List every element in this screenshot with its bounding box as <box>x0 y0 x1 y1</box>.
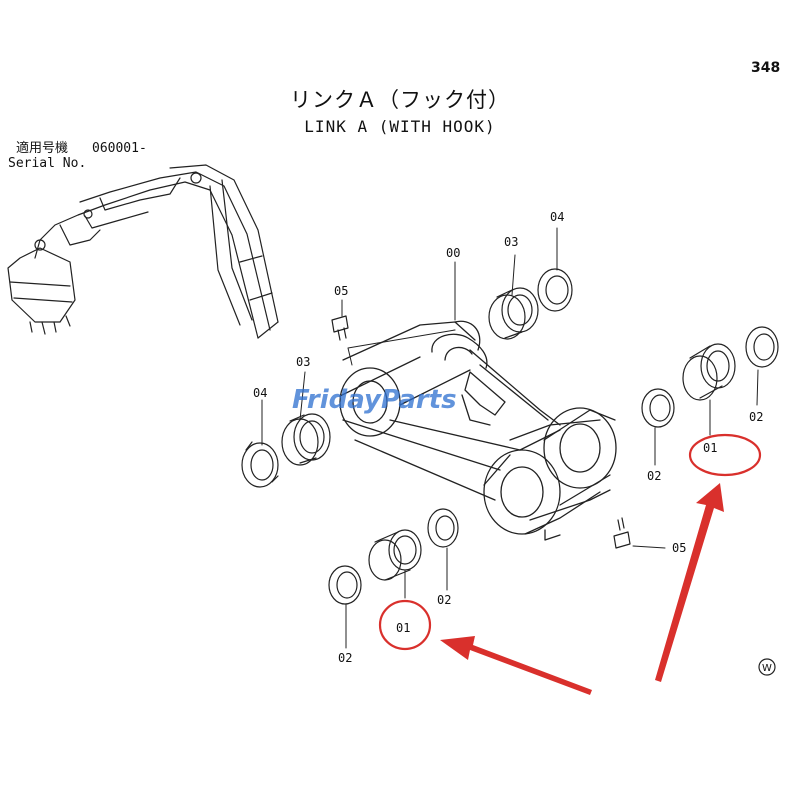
excavator-inset-drawing <box>7 164 279 339</box>
serial-label-jp: 適用号機 <box>16 141 69 156</box>
callout-ring-top: 04 <box>550 210 564 224</box>
callout-bushing-right: 01 <box>703 441 717 455</box>
serial-row-jp: 適用号機 060001- <box>8 141 147 156</box>
arrow-to-right-bushing <box>655 483 724 682</box>
grease-fittings <box>331 315 631 549</box>
serial-label-en: Serial No. <box>8 156 87 171</box>
w-symbol-icon <box>758 658 776 676</box>
callout-shim-top: 03 <box>504 235 518 249</box>
watermark-text: FridayParts <box>292 385 457 415</box>
callout-labels: 00 03 04 05 03 04 02 02 05 02 02 01 01 <box>253 210 763 665</box>
callout-bushing-left: 01 <box>396 621 410 635</box>
callout-grease-bottom: 05 <box>672 541 686 555</box>
link-body <box>339 320 617 541</box>
leader-lines <box>261 227 759 649</box>
callout-seal-d: 02 <box>338 651 352 665</box>
left-bushings <box>241 413 459 605</box>
arrow-to-left-bushing <box>440 636 592 695</box>
callout-ring-left: 04 <box>253 386 267 400</box>
red-arrows <box>440 483 724 695</box>
title-english: LINK A (WITH HOOK) <box>304 117 496 136</box>
highlight-circle-left <box>378 599 432 651</box>
serial-info: 適用号機 060001- Serial No. <box>8 141 147 171</box>
serial-value: 060001- <box>92 141 147 156</box>
title-japanese: リンクＡ（フック付） <box>290 88 510 112</box>
callout-link: 00 <box>446 246 460 260</box>
callout-seal-b: 02 <box>647 469 661 483</box>
w-symbol-letter: W <box>762 663 772 674</box>
callout-seal-a: 02 <box>749 410 763 424</box>
red-highlights <box>378 433 762 651</box>
callout-grease-top: 05 <box>334 284 348 298</box>
callout-seal-c: 02 <box>437 593 451 607</box>
right-bushings <box>641 326 779 428</box>
callout-shim-left: 03 <box>296 355 310 369</box>
highlight-circle-right <box>688 433 762 477</box>
page-number: 348 <box>751 60 781 76</box>
top-bushings <box>488 268 573 340</box>
